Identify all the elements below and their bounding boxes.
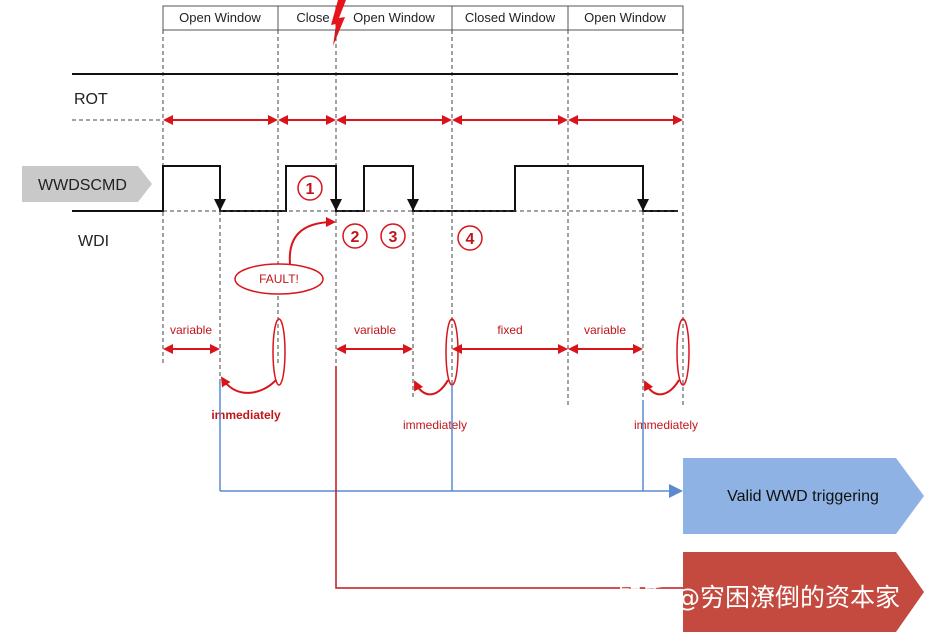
marker-3: 3 <box>389 229 398 246</box>
marker-2-circle <box>342 223 368 249</box>
immediately-label-2: immediately <box>403 418 467 432</box>
window-label-4: Closed Window <box>465 10 556 25</box>
window-box-5 <box>567 5 684 31</box>
falling-edge-arrows <box>214 172 649 211</box>
window-box-3 <box>335 5 453 31</box>
numbered-markers: 1 2 3 4 <box>297 175 483 251</box>
window-box-2 <box>277 5 337 31</box>
interval-label-4: variable <box>584 323 626 337</box>
window-header: Open Window Close Open Window Closed Win… <box>162 5 684 31</box>
valid-outcome-label: Valid WWD triggering <box>727 488 879 505</box>
marker-3-circle <box>380 223 406 249</box>
edge-dashed-lines <box>219 211 644 400</box>
window-label-3: Open Window <box>353 10 435 25</box>
interval-label-1: variable <box>170 323 212 337</box>
immediately-arrows <box>220 376 680 396</box>
invalid-outcome-box <box>683 552 924 632</box>
interval-measurements: variable variable fixed variable <box>163 323 643 354</box>
fault-arrow <box>288 217 336 265</box>
window-box-1 <box>162 5 279 31</box>
watermark: 知乎 @穷困潦倒的资本家 <box>617 583 900 612</box>
invalid-connector <box>335 366 684 589</box>
marker-2: 2 <box>351 229 360 246</box>
wwdscmd-label: WWDSCMD <box>38 177 127 194</box>
marker-4: 4 <box>466 231 475 248</box>
window-label-5: Open Window <box>584 10 666 25</box>
interval-label-3: fixed <box>497 323 522 337</box>
valid-connectors <box>219 380 683 498</box>
fault-ellipse <box>234 263 324 295</box>
interval-label-2: variable <box>354 323 396 337</box>
immediately-label-3: immediately <box>634 418 698 432</box>
wdi-waveform <box>72 165 678 212</box>
window-label-2: Close <box>296 10 329 25</box>
wdi-label: WDI <box>78 233 109 250</box>
fault-label: FAULT! <box>259 272 299 286</box>
window-label-1: Open Window <box>179 10 261 25</box>
valid-outcome-box <box>683 458 924 534</box>
marker-1-circle <box>297 175 323 201</box>
lightning-icon <box>331 0 346 46</box>
marker-4-circle <box>457 225 483 251</box>
wwdscmd-tag <box>22 166 152 202</box>
immediately-label-1: immediately <box>211 408 281 422</box>
rot-label: ROT <box>74 91 108 108</box>
marker-1: 1 <box>306 181 315 198</box>
